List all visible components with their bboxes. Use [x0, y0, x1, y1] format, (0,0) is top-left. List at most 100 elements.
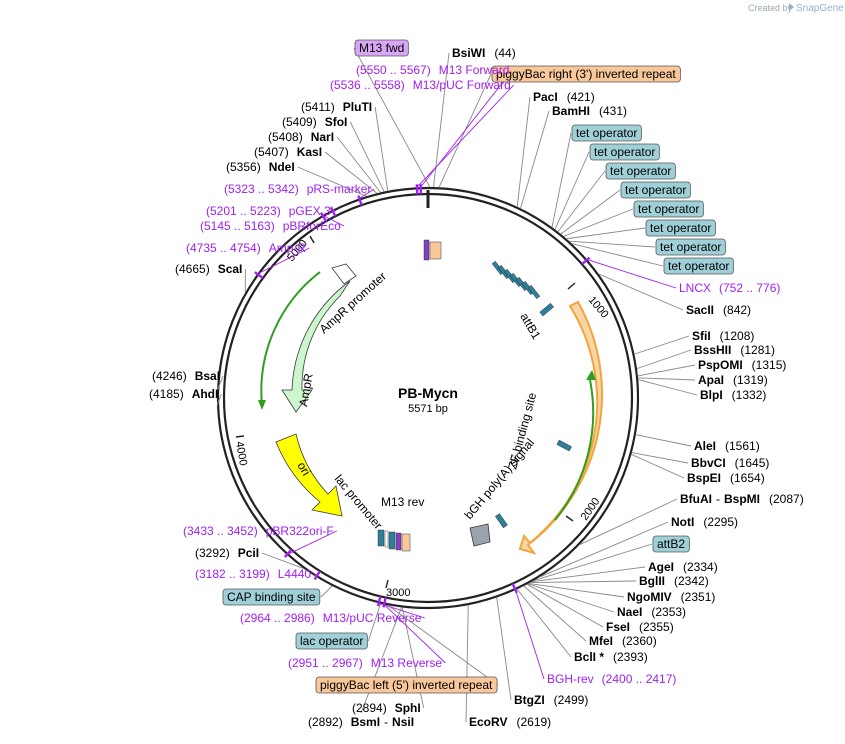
feature-box-label[interactable]: tet operator [650, 221, 711, 235]
map-label-33[interactable]: BGH-rev(2400 .. 2417) [547, 672, 676, 686]
label-text-23[interactable]: BfuAI-BspMI(2087) [680, 492, 804, 506]
feature-box[interactable] [620, 181, 691, 199]
site-name[interactable]: BglII [639, 574, 665, 588]
label-text-56[interactable]: (5409)SfoI [282, 115, 347, 129]
label-text-5[interactable]: tet operator [576, 126, 637, 140]
label-text-29[interactable]: NaeI(2353) [617, 605, 686, 619]
site-name[interactable]: AgeI [648, 560, 674, 574]
label-text-8[interactable]: tet operator [625, 183, 686, 197]
site-name[interactable]: PacI [533, 90, 558, 104]
label-text-38[interactable]: piggyBac left (5') inverted repeat [320, 678, 493, 692]
map-label-43[interactable]: (3182 .. 3199)L4440 [195, 567, 311, 581]
site-name[interactable]: BsmI [351, 715, 380, 729]
map-label-59[interactable]: (5550 .. 5567)M13 Forward [356, 63, 509, 77]
map-label-56[interactable]: (5409)SfoI [282, 115, 347, 129]
primer-name[interactable]: pRS-marker [307, 182, 372, 196]
primer-name[interactable]: M13 Forward [439, 63, 510, 77]
map-label-3[interactable]: PacI(421) [533, 90, 595, 104]
label-text-15[interactable]: SfiI(1208) [692, 329, 754, 343]
feature-box-label[interactable]: piggyBac left (5') inverted repeat [320, 678, 493, 692]
site-name-2[interactable]: NsiI [392, 715, 414, 729]
site-name[interactable]: KasI [297, 145, 322, 159]
map-label-1[interactable]: BsiWI(44) [452, 46, 516, 60]
map-label-40[interactable]: lac operator [295, 632, 368, 650]
site-name[interactable]: BclI * [574, 650, 604, 664]
map-label-42[interactable]: CAP binding site [222, 588, 321, 606]
lac-cluster-features[interactable] [377, 529, 411, 552]
map-label-17[interactable]: PspOMI(1315) [698, 358, 786, 372]
feature-box-label[interactable]: CAP binding site [227, 590, 316, 604]
bgh-polya-feature[interactable] [469, 523, 491, 547]
site-name[interactable]: BfuAI [680, 492, 712, 506]
primer-name[interactable]: pBRforEco [283, 219, 341, 233]
feature-box[interactable] [315, 676, 498, 694]
feature-box-label[interactable]: tet operator [576, 126, 637, 140]
label-text-16[interactable]: BssHII(1281) [694, 343, 775, 357]
label-text-1[interactable]: BsiWI(44) [452, 46, 516, 60]
label-text-34[interactable]: BtgZI(2499) [514, 693, 588, 707]
label-text-4[interactable]: BamHI(431) [552, 104, 627, 118]
site-name[interactable]: SacII [686, 303, 714, 317]
map-label-47[interactable]: (4246)BsaI [152, 369, 220, 383]
map-label-25[interactable]: attB2 [652, 535, 690, 553]
label-text-12[interactable]: tet operator [668, 259, 729, 273]
label-text-32[interactable]: BclI *(2393) [574, 650, 648, 664]
feature-box[interactable] [663, 257, 734, 275]
feature-box-label[interactable]: tet operator [610, 164, 671, 178]
feature-box-label[interactable]: M13 fwd [359, 41, 404, 55]
site-name[interactable]: BamHI [552, 104, 590, 118]
site-name[interactable]: PluTI [343, 100, 372, 114]
site-name[interactable]: AleI [694, 439, 716, 453]
site-name[interactable]: BsaI [195, 369, 220, 383]
label-text-3[interactable]: PacI(421) [533, 90, 595, 104]
map-label-30[interactable]: FseI(2355) [606, 620, 674, 634]
label-text-37[interactable]: (2892)BsmI-NsiI [308, 715, 414, 729]
map-label-26[interactable]: AgeI(2334) [648, 560, 718, 574]
primer-name[interactable]: BGH-rev [547, 672, 594, 686]
map-label-35[interactable]: EcoRV(2619) [469, 715, 551, 729]
map-label-29[interactable]: NaeI(2353) [617, 605, 686, 619]
label-text-13[interactable]: LNCX(752 .. 776) [679, 281, 780, 295]
map-label-24[interactable]: NotI(2295) [671, 515, 738, 529]
label-text-20[interactable]: AleI(1561) [694, 439, 760, 453]
map-label-16[interactable]: BssHII(1281) [694, 343, 775, 357]
feature-box[interactable] [222, 588, 321, 606]
site-name[interactable]: BssHII [694, 343, 731, 357]
feature-box-label[interactable]: tet operator [638, 202, 699, 216]
map-label-54[interactable]: (5407)KasI [254, 145, 322, 159]
label-text-2[interactable]: piggyBac right (3') inverted repeat [496, 67, 676, 81]
label-text-53[interactable]: (5356)NdeI [226, 160, 295, 174]
label-text-14[interactable]: SacII(842) [686, 303, 751, 317]
map-label-51[interactable]: (5201 .. 5223)pGEX 3' [206, 204, 333, 218]
map-label-13[interactable]: LNCX(752 .. 776) [679, 281, 780, 295]
site-name[interactable]: NarI [311, 130, 334, 144]
map-label-9[interactable]: tet operator [633, 200, 704, 218]
label-text-35[interactable]: EcoRV(2619) [469, 715, 551, 729]
map-label-8[interactable]: tet operator [620, 181, 691, 199]
map-label-52[interactable]: (5323 .. 5342)pRS-marker [224, 182, 371, 196]
label-text-59[interactable]: (5550 .. 5567)M13 Forward [356, 63, 509, 77]
feature-box[interactable] [605, 162, 676, 180]
feature-box[interactable] [652, 535, 690, 553]
site-name[interactable]: BlpI [700, 388, 723, 402]
feature-box[interactable] [655, 238, 726, 256]
map-label-31[interactable]: MfeI(2360) [589, 634, 657, 648]
map-label-50[interactable]: (5145 .. 5163)pBRforEco [200, 219, 341, 233]
site-name[interactable]: NdeI [269, 160, 295, 174]
site-name[interactable]: AhdI [192, 387, 219, 401]
feature-box-label[interactable]: tet operator [660, 240, 721, 254]
feature-box-label[interactable]: tet operator [625, 183, 686, 197]
map-label-0[interactable]: M13 fwd [354, 39, 409, 57]
site-name[interactable]: ScaI [218, 262, 243, 276]
label-text-27[interactable]: BglII(2342) [639, 574, 709, 588]
piggybac-right-feature[interactable] [429, 241, 442, 260]
label-text-24[interactable]: NotI(2295) [671, 515, 738, 529]
label-text-45[interactable]: (3433 .. 3452)pBR322ori-F [183, 524, 334, 538]
map-label-32[interactable]: BclI *(2393) [574, 650, 648, 664]
label-text-47[interactable]: (4246)BsaI [152, 369, 220, 383]
label-text-54[interactable]: (5407)KasI [254, 145, 322, 159]
label-text-57[interactable]: (5411)PluTI [301, 100, 372, 114]
map-label-36[interactable]: (2894)SphI [352, 701, 421, 715]
label-text-6[interactable]: tet operator [594, 145, 655, 159]
map-label-6[interactable]: tet operator [589, 143, 660, 161]
